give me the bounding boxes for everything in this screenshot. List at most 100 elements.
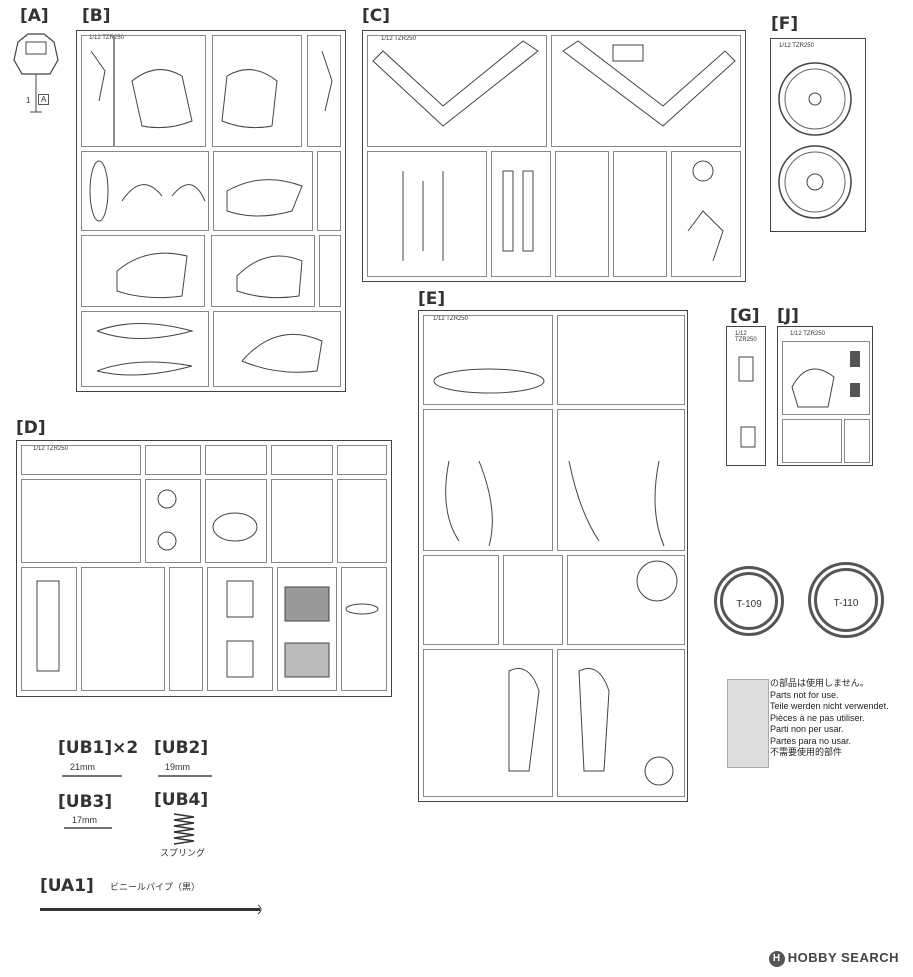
tray-d-cell: [21, 479, 141, 563]
tray-j-parts-drawing: [791, 351, 860, 408]
tray-e-cell: [503, 555, 563, 645]
ub2-rod: [158, 775, 212, 777]
not-for-use-zh: 不需要使用的部件: [770, 747, 843, 757]
tray-e: 1/12 TZR250: [418, 310, 688, 802]
tray-c-cell: [551, 35, 741, 147]
ub1-length: 21mm: [70, 762, 96, 772]
tray-d-cell: [271, 445, 333, 475]
tray-b: 1/12 TZR250: [76, 30, 346, 392]
tray-d-cell: [81, 567, 165, 691]
not-for-use-swatch: [727, 679, 769, 768]
tray-d-cell: [169, 567, 203, 691]
ub1-rod: [62, 775, 122, 777]
part-a-letter: A: [38, 94, 50, 105]
tray-e-parts-drawing: [433, 368, 678, 786]
tray-b-cell: [114, 35, 206, 147]
tray-c-cell: [491, 151, 551, 277]
tray-d-cell: [337, 479, 387, 563]
tray-e-cell: [557, 315, 685, 405]
ub4-spring: [173, 813, 195, 845]
tray-f-wheels-drawing: [778, 62, 852, 219]
section-label-e: [E]: [418, 289, 446, 309]
tray-d-cell: [21, 445, 141, 475]
part-a-number: 1: [26, 96, 31, 105]
ub3-rod: [64, 827, 112, 829]
tray-d-parts-drawing: [36, 489, 379, 678]
tray-e-cell: [423, 315, 553, 405]
tire-t109-label: T-109: [736, 598, 762, 610]
ub4-label: [UB4]: [154, 790, 209, 810]
section-label-c: [C]: [362, 6, 391, 26]
section-label-j: [J]: [777, 306, 799, 326]
tray-c-cell: [671, 151, 741, 277]
ua1-label: [UA1]: [40, 876, 94, 896]
tray-b-cell: [307, 35, 341, 147]
tray-d-cell: [21, 567, 77, 691]
tray-b-cell: [213, 151, 313, 231]
tray-e-cell: [423, 555, 499, 645]
tray-d-cell: [207, 567, 273, 691]
tray-d-cell: [205, 445, 267, 475]
ub3-length: 17mm: [72, 815, 98, 825]
tire-t110-label: T-110: [833, 597, 859, 609]
ua1-note: ビニールパイプ（黒）: [110, 882, 201, 892]
tray-d-cell: [337, 445, 387, 475]
ub3-label: [UB3]: [58, 792, 113, 812]
tire-t109: T-109: [714, 566, 784, 636]
ub2-label: [UB2]: [154, 738, 209, 758]
tray-d: 1/12 TZR250: [16, 440, 392, 697]
tray-e-header: 1/12 TZR250: [433, 316, 468, 322]
not-for-use-de: Teile werden nicht verwendet.: [770, 701, 889, 711]
tray-d-cell: [205, 479, 267, 563]
tray-c-header: 1/12 TZR250: [381, 36, 416, 42]
tray-c-cell: [367, 151, 487, 277]
tray-c-cell: [613, 151, 667, 277]
tray-g-parts-drawing: [738, 356, 756, 448]
not-for-use-it: Parti non per usar.: [770, 724, 844, 734]
tray-g: 1/12 TZR250: [726, 326, 766, 466]
tray-d-cell: [145, 445, 201, 475]
tray-f: 1/12 TZR250: [770, 38, 866, 232]
not-for-use-en: Parts not for use.: [770, 689, 839, 700]
not-for-use-fr: Pièces à ne pas utiliser.: [770, 712, 865, 723]
tray-d-cell: [341, 567, 387, 691]
tray-b-cell: [213, 311, 341, 387]
tray-b-parts-drawing: [89, 50, 333, 376]
tire-t110: T-110: [808, 562, 884, 638]
section-label-a: [A]: [20, 6, 49, 26]
ua1-vinyl-pipe: [40, 904, 262, 915]
ub2-length: 19mm: [165, 762, 191, 772]
tray-b-cell: [81, 35, 114, 147]
tray-c-cell: [367, 35, 547, 147]
tray-j-cell: [782, 419, 842, 463]
tray-e-cell: [557, 409, 685, 551]
tray-e-cell: [567, 555, 685, 645]
not-for-use-legend: の部品は使用しません。 Parts not for use. Teile wer…: [770, 678, 889, 759]
not-for-use-es: Partes para no usar.: [770, 735, 852, 746]
tray-f-header: 1/12 TZR250: [779, 43, 814, 49]
section-label-d: [D]: [16, 418, 46, 438]
ub1-label: [UB1]×2: [58, 738, 139, 758]
tray-b-cell: [81, 311, 209, 387]
tray-d-cell: [271, 479, 333, 563]
tray-e-cell: [557, 649, 685, 797]
tray-c-parts-drawing: [372, 40, 736, 262]
watermark-logo-icon: H: [768, 951, 785, 967]
tray-d-cell: [145, 479, 201, 563]
section-label-f: [F]: [771, 14, 799, 34]
tray-g-header: 1/12 TZR250: [735, 331, 757, 343]
tray-b-cell: [81, 235, 205, 307]
part-a-cowl-drawing: [13, 33, 59, 113]
not-for-use-ja: の部品は使用しません。: [770, 678, 869, 688]
tray-b-header: 1/12 TZR250: [89, 35, 124, 41]
tray-j-cell: [844, 419, 870, 463]
tray-b-cell: [212, 35, 302, 147]
tray-c: 1/12 TZR250: [362, 30, 746, 282]
tray-j: 1/12 TZR250: [777, 326, 873, 466]
tray-d-header: 1/12 TZR250: [33, 446, 68, 452]
watermark-text: HOBBY SEARCH: [787, 950, 899, 966]
tray-e-cell: [423, 649, 553, 797]
tray-j-header: 1/12 TZR250: [790, 331, 825, 337]
tray-b-cell: [319, 235, 341, 307]
